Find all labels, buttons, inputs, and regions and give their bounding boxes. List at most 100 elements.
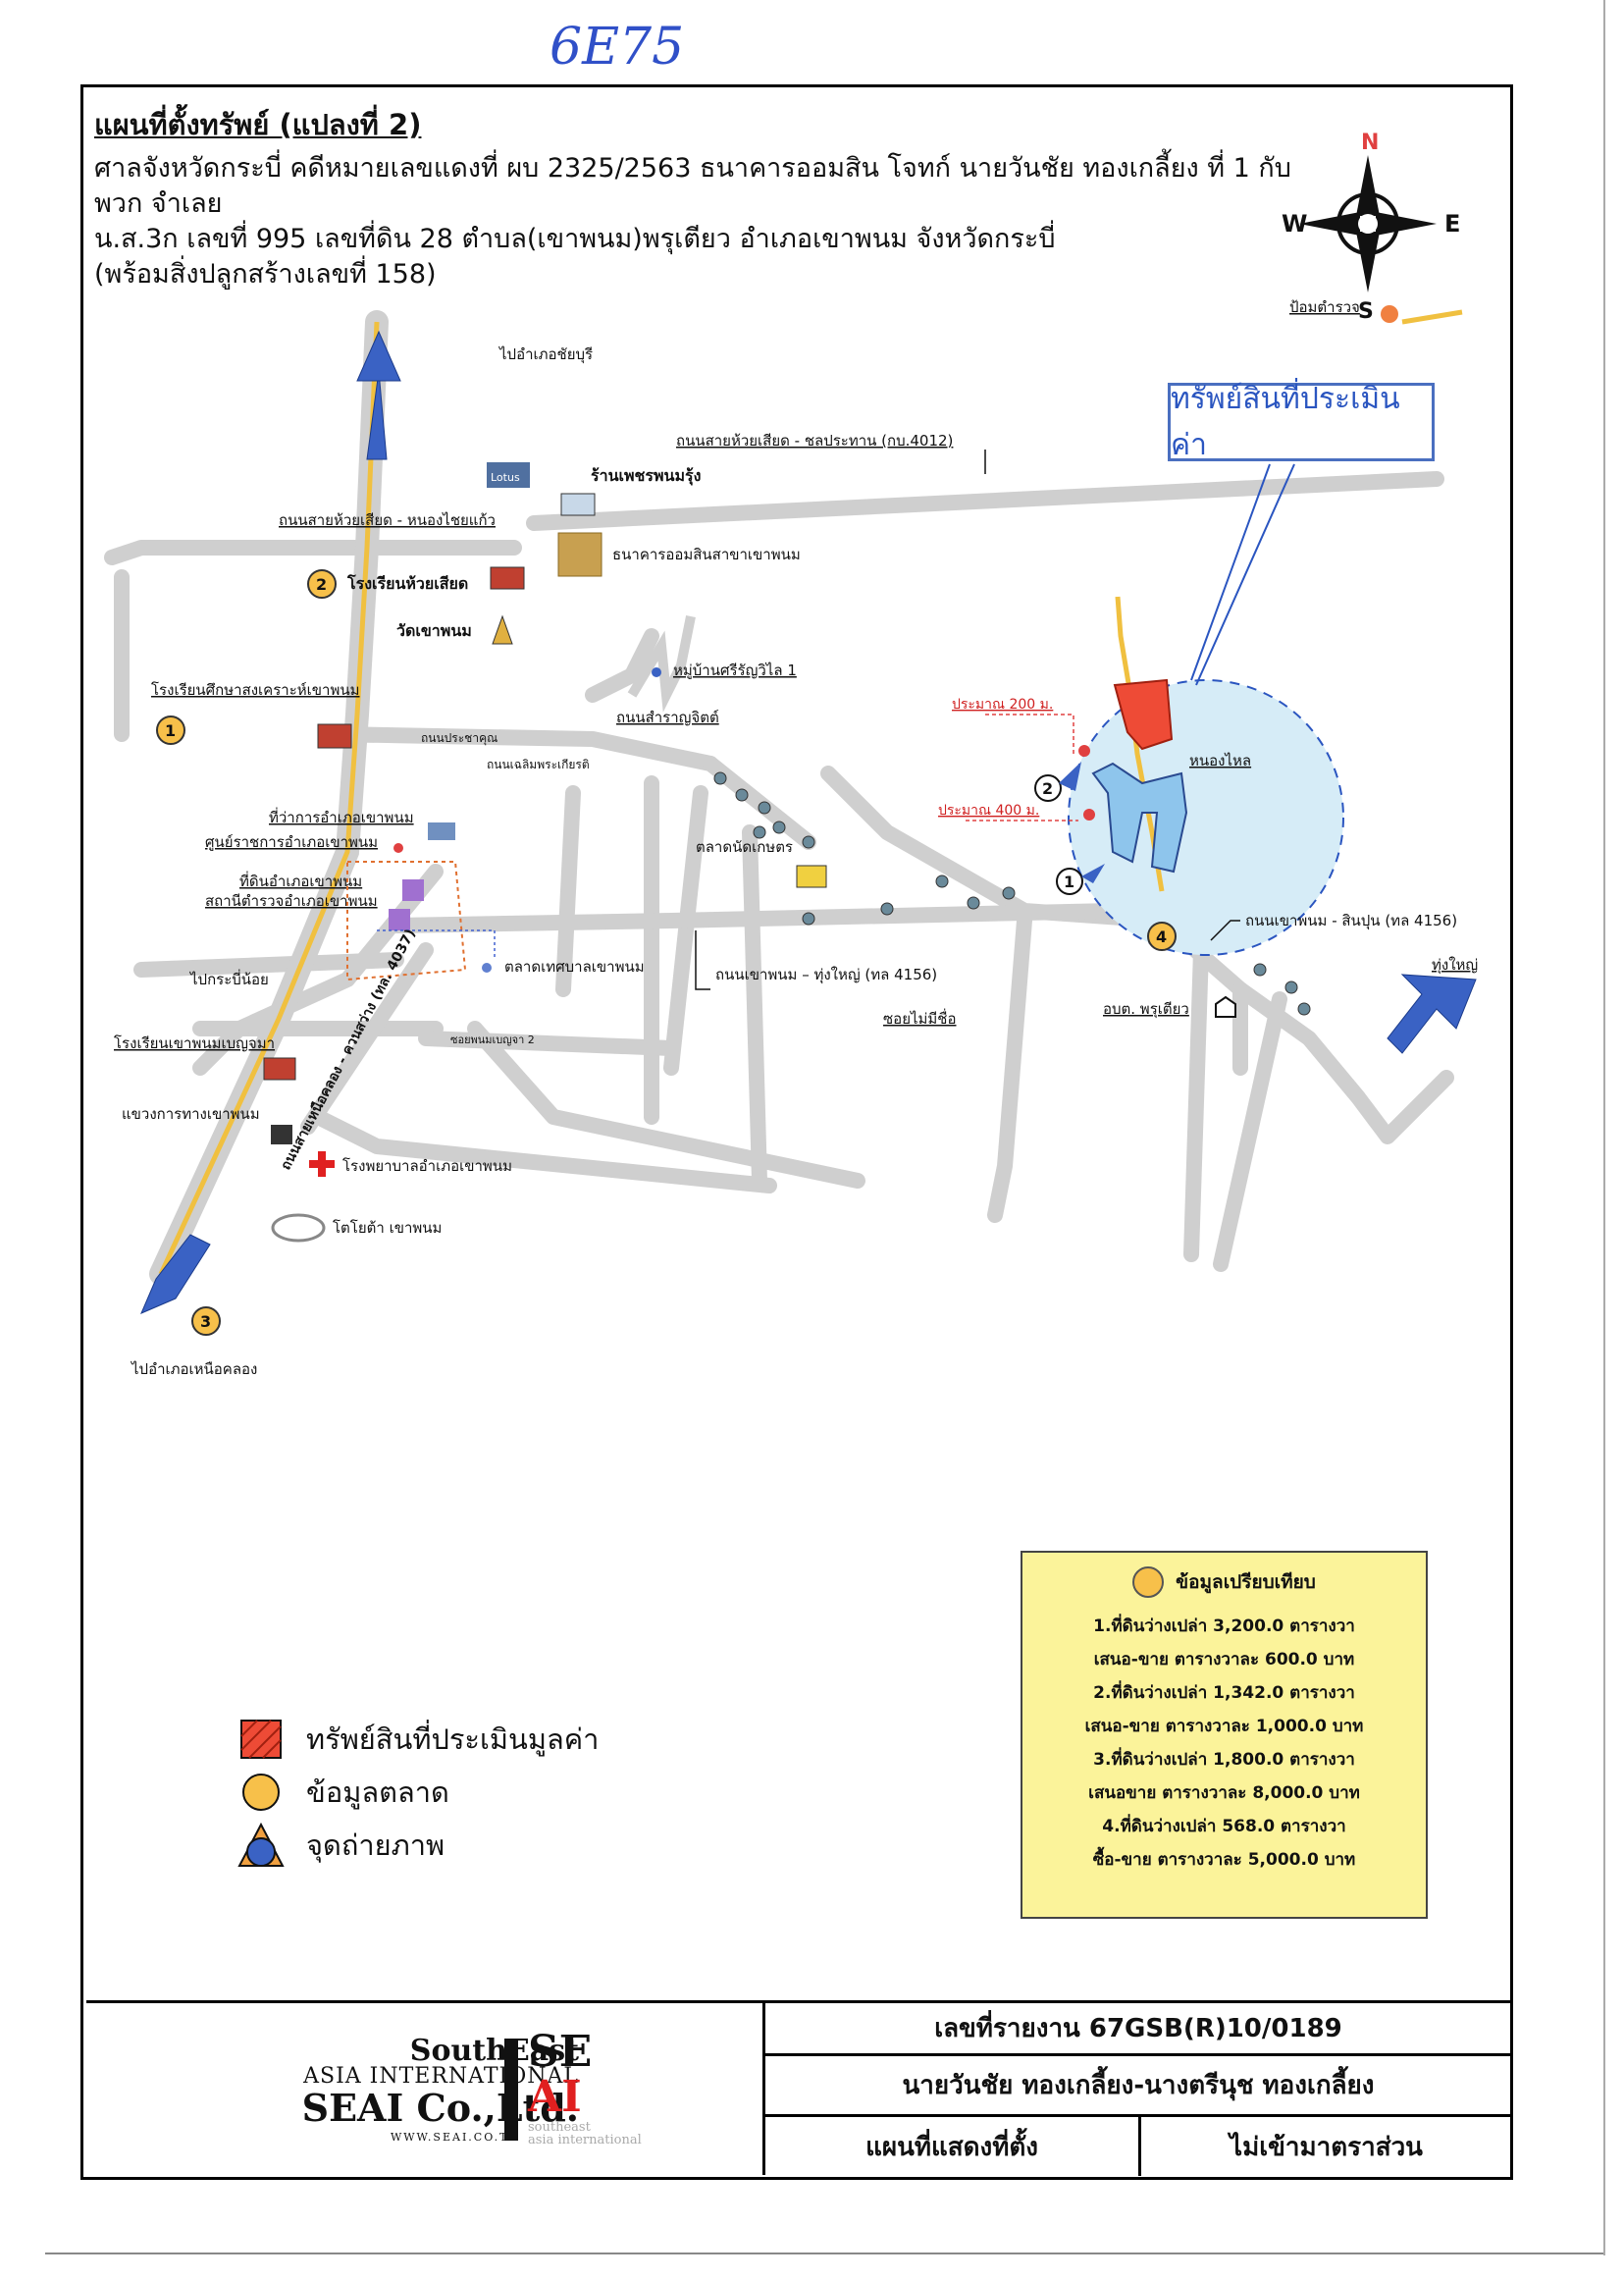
comparison-heading-label: ข้อมูลเปรียบเทียบ bbox=[1176, 1571, 1316, 1593]
comparison-line: เสนอ-ขาย ตารางวาละ 1,000.0 บาท bbox=[1084, 1717, 1364, 1736]
hatched-square-icon bbox=[240, 1720, 282, 1759]
district-office-label: ที่ว่าการอำเภอเขาพนม bbox=[269, 807, 414, 826]
comparison-line: เสนอ-ขาย ตารางวาละ 600.0 บาท bbox=[1093, 1650, 1355, 1670]
photo-point-2-label: 2 bbox=[1042, 779, 1053, 798]
sao-icon bbox=[1215, 995, 1236, 1018]
police-box-icon bbox=[1381, 305, 1398, 323]
owner-names: นายวันชัย ทองเกลี้ยง-นางตรีนุช ทองเกลี้ย… bbox=[765, 2056, 1511, 2117]
photo-point-1-label: 1 bbox=[1064, 873, 1074, 891]
yellow-circle-icon bbox=[242, 1774, 280, 1811]
map-type: แผนที่แสดงที่ตั้ง bbox=[765, 2117, 1141, 2176]
legend-photo: จุดถ่ายภาพ bbox=[236, 1819, 599, 1872]
school-huaysiat-label: โรงเรียนห้วยเสียด bbox=[346, 573, 468, 593]
road-prachakhun-label: ถนนประชาคุณ bbox=[421, 731, 498, 746]
comparison-line: เสนอขาย ตารางวาละ 8,000.0 บาท bbox=[1088, 1783, 1360, 1803]
page-title: แผนที่ตั้งทรัพย์ (แปลงที่ 2) bbox=[94, 108, 422, 141]
village-label: หมู่บ้านศรีรัญวิไล 1 bbox=[673, 662, 797, 679]
legend-appraised-label: ทรัพย์สินที่ประเมินมูลค่า bbox=[306, 1722, 600, 1756]
compass-n: N bbox=[1361, 131, 1379, 155]
toyota-label: โตโยต้า เขาพนม bbox=[333, 1219, 442, 1237]
market-marker-4: 4 bbox=[1156, 928, 1167, 946]
logo-seai: SEAI Co.,Ltd. bbox=[301, 2086, 579, 2130]
land-office-icon bbox=[402, 879, 424, 901]
gov-center-label: ศูนย์ราชการอำเภอเขาพนม bbox=[205, 833, 378, 851]
soi-benjama-label: ซอยพนมเบญจา 2 bbox=[450, 1034, 535, 1046]
comparison-heading: ข้อมูลเปรียบเทียบ bbox=[1032, 1566, 1416, 1598]
police-station-label: สถานีตำรวจอำเภอเขาพนม bbox=[205, 892, 378, 910]
shop-icon bbox=[560, 493, 596, 516]
village-road bbox=[627, 615, 696, 713]
map-legend: ทรัพย์สินที่ประเมินมูลค่า ข้อมูลตลาด จุด… bbox=[236, 1713, 599, 1872]
compass-w: W bbox=[1282, 210, 1307, 238]
subject-plot bbox=[1113, 678, 1174, 751]
to-chaiburi-label: ไปอำเภอชัยบุรี bbox=[498, 345, 593, 364]
logo-www: WWW.SEAI.CO.TH bbox=[390, 2131, 520, 2144]
logo-se: SE bbox=[528, 2027, 593, 2077]
road-4156a-label: ถนนเขาพนม – ทุ่งใหญ่ (ทล 4156) bbox=[715, 966, 937, 984]
pond-shape bbox=[1091, 762, 1188, 874]
highway-centerline bbox=[158, 321, 380, 1276]
police-station-icon bbox=[389, 909, 410, 930]
arrow-north-icon bbox=[356, 330, 401, 382]
map-frame bbox=[80, 84, 1513, 2180]
arrow-northeast-icon bbox=[1387, 974, 1477, 1054]
market-marker-2: 2 bbox=[316, 575, 327, 594]
toyota-icon bbox=[271, 1213, 326, 1243]
handwritten-note: 6E75 bbox=[550, 18, 685, 77]
lotus-icon bbox=[487, 462, 530, 488]
compass-e: E bbox=[1444, 210, 1460, 238]
comparison-line: 2.ที่ดินว่างเปล่า 1,342.0 ตารางวา bbox=[1093, 1683, 1355, 1703]
photo-point-1-icon bbox=[1056, 868, 1083, 895]
to-krabinoi-label: ไปกระบี่น้อย bbox=[189, 969, 269, 988]
soi-unnamed-label: ซอยไม่มีชื่อ bbox=[883, 1008, 957, 1028]
hospital-label: โรงพยาบาลอำเภอเขาพนม bbox=[342, 1157, 512, 1175]
location-map: N W E S ป้อมตำรวจ bbox=[104, 131, 1478, 1378]
comparison-box: ข้อมูลเปรียบเทียบ 1.ที่ดินว่างเปล่า 3,20… bbox=[1021, 1551, 1428, 1919]
logo-ai: AI bbox=[528, 2072, 582, 2122]
muni-market-label: ตลาดเทศบาลเขาพนม bbox=[504, 958, 645, 976]
comparison-line: ซื้อ-ขาย ตารางวาละ 5,000.0 บาท bbox=[1092, 1850, 1356, 1870]
phet-shop-label: ร้านเพชรพนมรุ้ง bbox=[591, 466, 701, 486]
legend-appraised: ทรัพย์สินที่ประเมินมูลค่า bbox=[236, 1713, 599, 1766]
compass-s: S bbox=[1358, 299, 1374, 324]
gsb-branch-label: ธนาคารออมสินสาขาเขาพนม bbox=[612, 546, 801, 563]
fresh-market-icon bbox=[796, 865, 827, 888]
wat-label: วัดเขาพนม bbox=[396, 621, 472, 640]
logo-southeast: SouthEast bbox=[409, 2034, 579, 2068]
compass-icon: N W E S bbox=[1282, 131, 1460, 324]
land-office-label: ที่ดินอำเภอเขาพนม bbox=[239, 871, 362, 890]
approx-400-label: ประมาณ 400 ม. bbox=[938, 803, 1039, 819]
pond-label: หนองไหล bbox=[1189, 752, 1251, 769]
highways-office-icon bbox=[271, 1125, 292, 1144]
road-network bbox=[104, 471, 1454, 1272]
district-office-icon bbox=[428, 822, 455, 840]
scale-note: ไม่เข้ามาตราส่วน bbox=[1230, 2132, 1423, 2162]
building-line: (พร้อมสิ่งปลูกสร้างเลขที่ 158) bbox=[94, 259, 437, 290]
case-line: ศาลจังหวัดกระบี่ คดีหมายเลขแดงที่ ผบ 232… bbox=[94, 153, 1291, 219]
legend-market-label: ข้อมูลตลาด bbox=[306, 1776, 449, 1809]
school-benjama-label: โรงเรียนเขาพนมเบญจมา bbox=[114, 1034, 275, 1052]
market-marker-1: 1 bbox=[165, 721, 176, 740]
page-edge-right bbox=[1603, 0, 1605, 2255]
temple-icon bbox=[492, 614, 513, 645]
logo-sub-1: southeast bbox=[528, 2120, 591, 2135]
comparison-line: 1.ที่ดินว่างเปล่า 3,200.0 ตารางวา bbox=[1093, 1616, 1355, 1636]
comparison-dot-icon bbox=[1132, 1566, 1165, 1598]
logo-sub-2: asia international bbox=[528, 2133, 642, 2147]
photo-point-icon bbox=[237, 1823, 285, 1867]
approx-200-label: ประมาณ 200 ม. bbox=[952, 697, 1053, 713]
to-thungyai-label: ทุ่งใหญ่ bbox=[1432, 956, 1478, 975]
highways-office-label: แขวงการทางเขาพนม bbox=[122, 1105, 260, 1123]
sao-label: อบต. พรุเตียว bbox=[1103, 1000, 1189, 1019]
road-samran-label: ถนนสำราญจิตต์ bbox=[616, 709, 719, 726]
title-block: แผนที่ตั้งทรัพย์ (แปลงที่ 2) ศาลจังหวัดก… bbox=[94, 102, 1321, 292]
logo-sub: southeast asia international bbox=[528, 2121, 642, 2146]
police-box-label: ป้อมตำรวจ bbox=[1289, 298, 1360, 316]
comparison-line: 3.ที่ดินว่างเปล่า 1,800.0 ตารางวา bbox=[1093, 1750, 1355, 1770]
company-logo: SouthEast ASIA INTERNATIONAL SEAI Co.,Lt… bbox=[88, 2003, 765, 2175]
road-chalerm-label: ถนนเฉลิมพระเกียรติ bbox=[487, 758, 590, 771]
gsb-logo-icon bbox=[557, 532, 602, 577]
comparison-line: 4.ที่ดินว่างเปล่า 568.0 ตารางวา bbox=[1102, 1817, 1346, 1836]
to-nuaklong-label: ไปอำเภอเหนือคลอง bbox=[131, 1360, 257, 1378]
logo-bar bbox=[504, 2039, 518, 2141]
